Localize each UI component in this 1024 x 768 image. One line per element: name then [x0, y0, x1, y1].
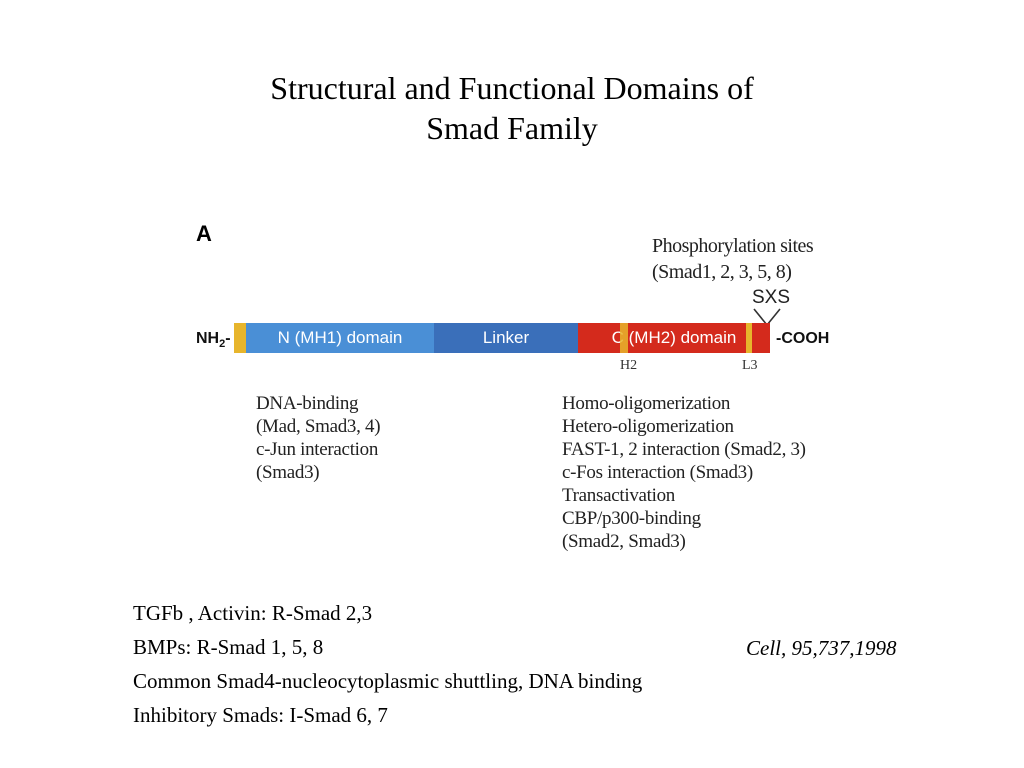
mh2-function-line: Homo-oligomerization	[562, 393, 731, 414]
mh1-function-line: DNA-binding	[256, 393, 359, 414]
n-terminus-dash: -	[225, 330, 231, 347]
citation: Cell, 95,737,1998	[746, 636, 897, 660]
slide-title-line-2: Smad Family	[426, 110, 598, 146]
slide-title: Structural and Functional Domains of Sma…	[0, 68, 1024, 148]
n-terminus-label: NH2-	[196, 330, 231, 350]
mh1-domain: N (MH1) domain	[246, 323, 434, 353]
mh2-function-line: c-Fos interaction (Smad3)	[562, 462, 753, 483]
phosphorylation-label-line-1: Phosphorylation sites	[652, 235, 814, 257]
mh1-functions: DNA-binding (Mad, Smad3, 4) c-Jun intera…	[256, 392, 381, 484]
mh1-domain-label: N (MH1) domain	[277, 328, 403, 347]
mh2-function-line: Hetero-oligomerization	[562, 416, 734, 437]
mh1-function-line: (Smad3)	[256, 462, 320, 483]
smad-protein-bar: N (MH1) domain Linker C (MH2) domain	[234, 323, 770, 353]
c-terminus-label: -COOH	[776, 330, 830, 347]
phosphorylation-label-line-2: (Smad1, 2, 3, 5, 8)	[652, 261, 792, 283]
linker-domain-label: Linker	[482, 328, 530, 347]
mh1-function-line: c-Jun interaction	[256, 439, 379, 460]
mh2-domain-label: C (MH2) domain	[611, 328, 737, 347]
smad-domain-diagram: A Phosphorylation sites (Smad1, 2, 3, 5,…	[190, 215, 840, 590]
mh2-function-line: FAST-1, 2 interaction (Smad2, 3)	[562, 439, 806, 460]
panel-letter: A	[196, 221, 212, 246]
h2-marker	[620, 323, 628, 353]
note-line: BMPs: R-Smad 1, 5, 8	[133, 635, 324, 659]
phosphorylation-label: Phosphorylation sites (Smad1, 2, 3, 5, 8…	[652, 233, 814, 285]
mh2-domain: C (MH2) domain	[578, 323, 770, 353]
mh1-function-line: (Mad, Smad3, 4)	[256, 416, 381, 437]
sxs-motif-label: SXS	[752, 287, 791, 308]
smad-notes: TGFb , Activin: R-Smad 2,3 BMPs: R-Smad …	[133, 596, 642, 732]
n-terminus-text: NH	[196, 330, 220, 347]
mh2-function-line: (Smad2, Smad3)	[562, 531, 686, 552]
mh2-function-line: CBP/p300-binding	[562, 508, 701, 529]
note-line: Common Smad4-nucleocytoplasmic shuttling…	[133, 669, 643, 693]
n-terminal-marker	[234, 323, 246, 353]
slide-title-line-1: Structural and Functional Domains of	[270, 70, 754, 106]
mh2-functions: Homo-oligomerization Hetero-oligomerizat…	[562, 392, 806, 553]
mh2-function-line: Transactivation	[562, 485, 676, 506]
l3-label: L3	[742, 358, 758, 373]
linker-domain: Linker	[434, 323, 578, 353]
l3-marker	[746, 323, 752, 353]
n-terminus-subscript: 2	[219, 338, 226, 351]
h2-label: H2	[620, 358, 638, 373]
note-line: Inhibitory Smads: I-Smad 6, 7	[133, 703, 388, 727]
note-line: TGFb , Activin: R-Smad 2,3	[133, 601, 373, 625]
